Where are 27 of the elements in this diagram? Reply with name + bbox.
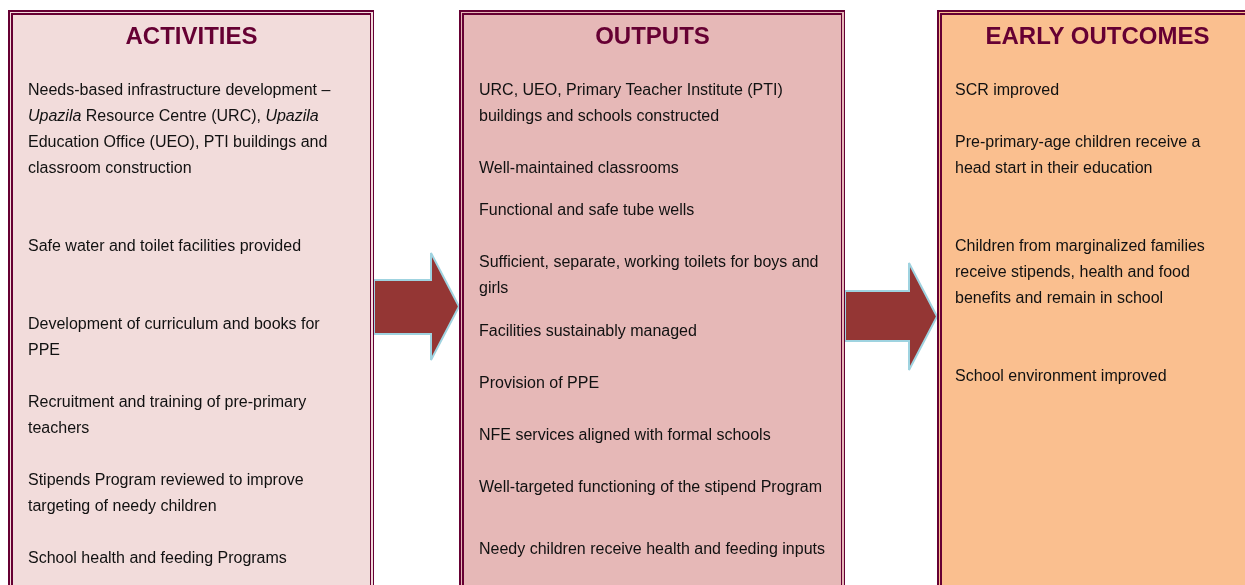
column-heading: OUTPUTS bbox=[594, 21, 711, 51]
block-arrow bbox=[373, 252, 461, 361]
list-item: Development of curriculum and books for PPE bbox=[28, 314, 321, 360]
list-item: Recruitment and training of pre-primary teachers bbox=[28, 392, 308, 438]
column-panel bbox=[937, 10, 1245, 585]
list-item: Well-targeted functioning of the stipend Program bbox=[479, 477, 823, 497]
column-heading: ACTIVITIES bbox=[124, 21, 259, 51]
column-panel bbox=[459, 10, 845, 585]
list-item: NFE services aligned with formal schools bbox=[479, 425, 772, 445]
list-item: Needs-based infrastructure development –Upazila Resource Centre (URC), Upazila Education Office (UEO), PTI buildings and classroom construction bbox=[28, 80, 332, 178]
list-item: Stipends Program reviewed to improve targeting of needy children bbox=[28, 470, 305, 516]
list-item: Well-maintained classrooms bbox=[479, 158, 680, 178]
block-arrow bbox=[844, 262, 939, 371]
list-item: Facilities sustainably managed bbox=[479, 321, 698, 341]
list-item: Sufficient, separate, working toilets for boys and girls bbox=[479, 252, 820, 298]
list-item: Provision of PPE bbox=[479, 373, 601, 393]
list-item: Pre-primary-age children receive a head start in their education bbox=[955, 132, 1202, 178]
list-item: URC, UEO, Primary Teacher Institute (PTI) buildings and schools constructed bbox=[479, 80, 784, 126]
column-heading: EARLY OUTCOMES bbox=[984, 21, 1211, 51]
list-item: Needy children receive health and feeding inputs bbox=[479, 539, 826, 559]
list-item: Children from marginalized families receive stipends, health and food benefits and remain in school bbox=[955, 236, 1206, 308]
list-item: Safe water and toilet facilities provided bbox=[28, 236, 303, 256]
list-item: SCR improved bbox=[955, 80, 1061, 100]
list-item: Functional and safe tube wells bbox=[479, 200, 696, 220]
list-item: School health and feeding Programs bbox=[28, 548, 288, 568]
list-item: School environment improved bbox=[955, 366, 1168, 386]
column-panel bbox=[8, 10, 374, 585]
